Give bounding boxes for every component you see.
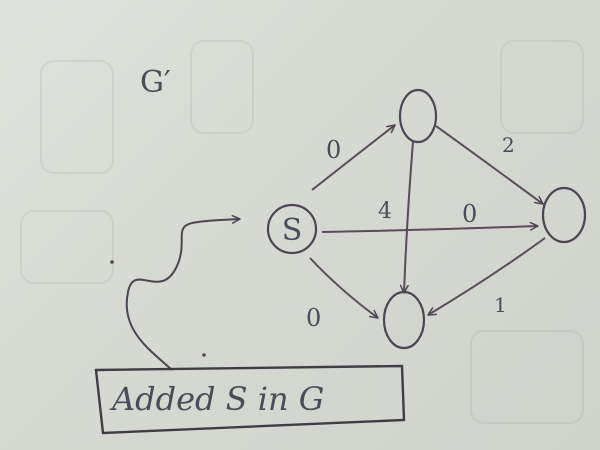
edge-weight-s-right: 0: [462, 200, 477, 228]
edge-s-to-bottom: [309, 257, 378, 318]
edge-weight-top-right: 2: [502, 133, 515, 157]
edge-weight-top-bottom: 4: [378, 199, 392, 224]
edge-weight-s-top: 0: [326, 136, 341, 164]
graph-title: G′: [140, 65, 171, 100]
note-text: Added S in G: [109, 380, 324, 418]
ink-dot: [110, 260, 114, 264]
bleed-through-mark: [40, 60, 114, 174]
note-box: Added S in G: [94, 364, 406, 435]
node-s: S: [266, 203, 318, 255]
edge-s-to-right: [321, 226, 538, 233]
node-right: [541, 186, 587, 244]
edge-right-to-bottom: [428, 237, 546, 315]
bleed-through-mark: [470, 330, 584, 424]
ink-dot: [202, 353, 206, 357]
note-pointer-arrow: [125, 219, 240, 371]
bleed-through-mark: [500, 40, 584, 134]
bleed-through-mark: [190, 40, 254, 134]
edge-weight-s-bottom: 0: [306, 304, 321, 332]
edge-weight-right-bottom: 1: [494, 293, 507, 317]
node-s-label: S: [282, 213, 303, 248]
node-bottom: [382, 290, 426, 350]
node-top: [398, 88, 438, 144]
edge-s-to-top: [311, 125, 395, 191]
bleed-through-mark: [20, 210, 114, 284]
edge-top-to-bottom: [404, 141, 414, 293]
edge-top-to-right: [435, 125, 543, 204]
